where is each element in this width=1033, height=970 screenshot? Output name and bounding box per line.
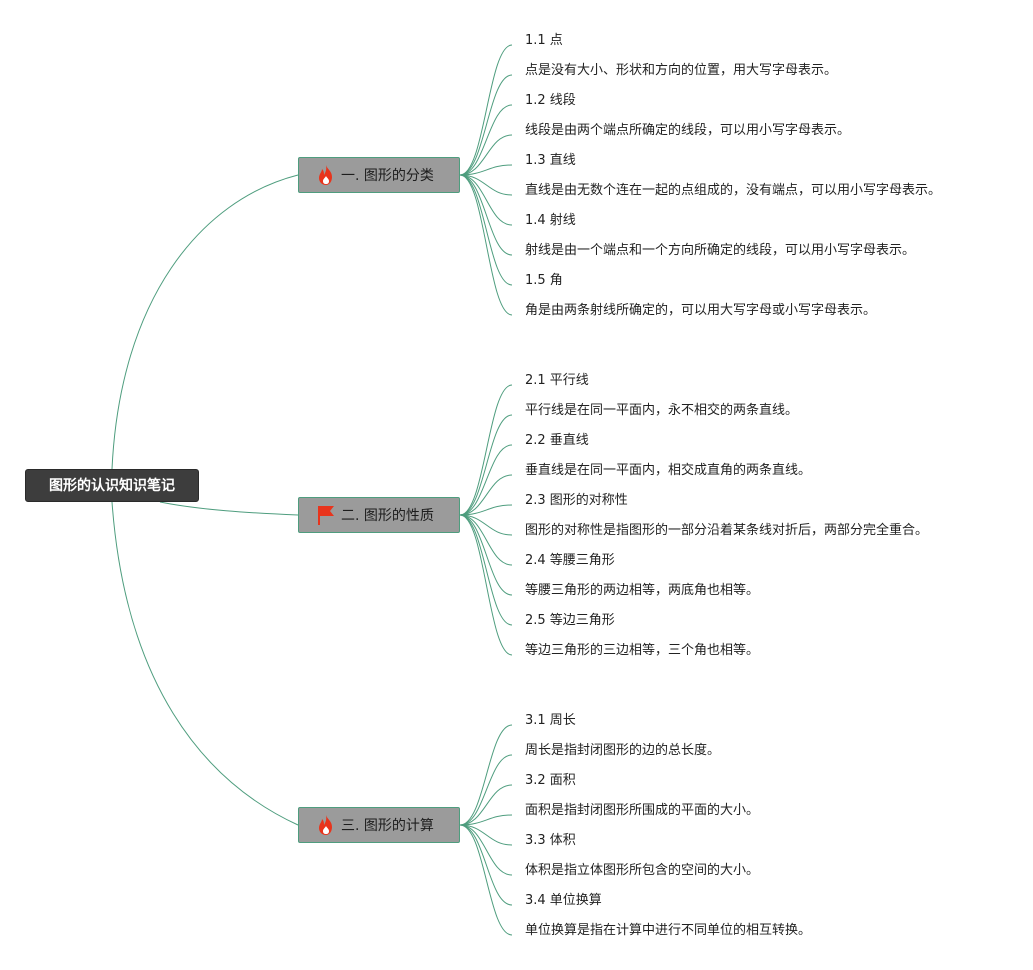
leaf-topic[interactable]: 1.5 角	[525, 273, 563, 288]
leaf-topic[interactable]: 3.4 单位换算	[525, 893, 602, 908]
branch-topic-label: 三. 图形的计算	[341, 818, 434, 834]
branch-connector	[459, 164, 513, 176]
branch-topic-calculation[interactable]: 三. 图形的计算	[298, 807, 460, 843]
branch-connector	[459, 174, 513, 256]
leaf-topic[interactable]: 线段是由两个端点所确定的线段，可以用小写字母表示。	[525, 123, 851, 138]
leaf-topic[interactable]: 2.5 等边三角形	[525, 613, 615, 628]
root-connector	[111, 174, 299, 470]
branch-connector	[459, 824, 513, 846]
leaf-topic[interactable]: 3.3 体积	[525, 833, 576, 848]
branch-connector	[459, 384, 513, 516]
leaf-topic[interactable]: 2.4 等腰三角形	[525, 553, 615, 568]
branch-connector	[459, 824, 513, 876]
root-topic-label: 图形的认识知识笔记	[49, 478, 175, 494]
branch-connector	[459, 174, 513, 196]
branch-connector	[459, 414, 513, 516]
leaf-topic[interactable]: 平行线是在同一平面内，永不相交的两条直线。	[525, 403, 799, 418]
leaf-topic[interactable]: 3.2 面积	[525, 773, 576, 788]
leaf-topic[interactable]: 垂直线是在同一平面内，相交成直角的两条直线。	[525, 463, 812, 478]
fire-icon	[319, 815, 332, 835]
branch-connector	[459, 134, 513, 176]
branch-connector	[459, 514, 513, 596]
leaf-topic[interactable]: 等边三角形的三边相等，三个角也相等。	[525, 643, 760, 658]
leaf-topic[interactable]: 1.3 直线	[525, 153, 576, 168]
branch-connector	[459, 824, 513, 936]
branch-connector	[459, 814, 513, 826]
root-connector	[159, 501, 299, 516]
leaf-topic[interactable]: 2.2 垂直线	[525, 433, 589, 448]
leaf-topic[interactable]: 图形的对称性是指图形的一部分沿着某条线对折后，两部分完全重合。	[525, 523, 929, 538]
leaf-topic[interactable]: 直线是由无数个连在一起的点组成的，没有端点，可以用小写字母表示。	[525, 183, 942, 198]
leaf-topic[interactable]: 单位换算是指在计算中进行不同单位的相互转换。	[525, 923, 812, 938]
leaf-topic[interactable]: 面积是指封闭图形所围成的平面的大小。	[525, 803, 760, 818]
branch-connector	[459, 784, 513, 826]
branch-topic-label: 二. 图形的性质	[341, 508, 434, 524]
root-topic[interactable]: 图形的认识知识笔记	[25, 469, 199, 502]
leaf-topic[interactable]: 等腰三角形的两边相等，两底角也相等。	[525, 583, 760, 598]
leaf-topic[interactable]: 1.2 线段	[525, 93, 576, 108]
leaf-topic[interactable]: 周长是指封闭图形的边的总长度。	[525, 743, 721, 758]
leaf-topic[interactable]: 射线是由一个端点和一个方向所确定的线段，可以用小写字母表示。	[525, 243, 916, 258]
root-connector	[111, 501, 299, 826]
leaf-topic[interactable]: 3.1 周长	[525, 713, 576, 728]
branch-connector	[459, 824, 513, 906]
branch-connector	[459, 474, 513, 516]
leaf-topic[interactable]: 2.1 平行线	[525, 373, 589, 388]
branch-connector	[459, 514, 513, 626]
branch-connector	[459, 724, 513, 826]
branch-connector	[459, 514, 513, 536]
branch-connector	[459, 174, 513, 316]
branch-connector	[459, 514, 513, 566]
branch-connector	[459, 174, 513, 286]
leaf-topic[interactable]: 2.3 图形的对称性	[525, 493, 628, 508]
fire-icon	[319, 165, 332, 185]
branch-connector	[459, 74, 513, 176]
branch-connector	[459, 514, 513, 656]
branch-topic-label: 一. 图形的分类	[341, 168, 434, 184]
branch-connector	[459, 504, 513, 516]
leaf-topic[interactable]: 点是没有大小、形状和方向的位置，用大写字母表示。	[525, 63, 838, 78]
branch-connector	[459, 174, 513, 226]
leaf-topic[interactable]: 1.1 点	[525, 33, 563, 48]
leaf-topic[interactable]: 1.4 射线	[525, 213, 576, 228]
flag-icon	[318, 506, 334, 525]
branch-topic-properties[interactable]: 二. 图形的性质	[298, 497, 460, 533]
branch-connector	[459, 754, 513, 826]
branch-connector	[459, 104, 513, 176]
leaf-topic[interactable]: 体积是指立体图形所包含的空间的大小。	[525, 863, 760, 878]
leaf-topic[interactable]: 角是由两条射线所确定的，可以用大写字母或小写字母表示。	[525, 303, 877, 318]
branch-connector	[459, 44, 513, 176]
branch-topic-classification[interactable]: 一. 图形的分类	[298, 157, 460, 193]
branch-connector	[459, 444, 513, 516]
